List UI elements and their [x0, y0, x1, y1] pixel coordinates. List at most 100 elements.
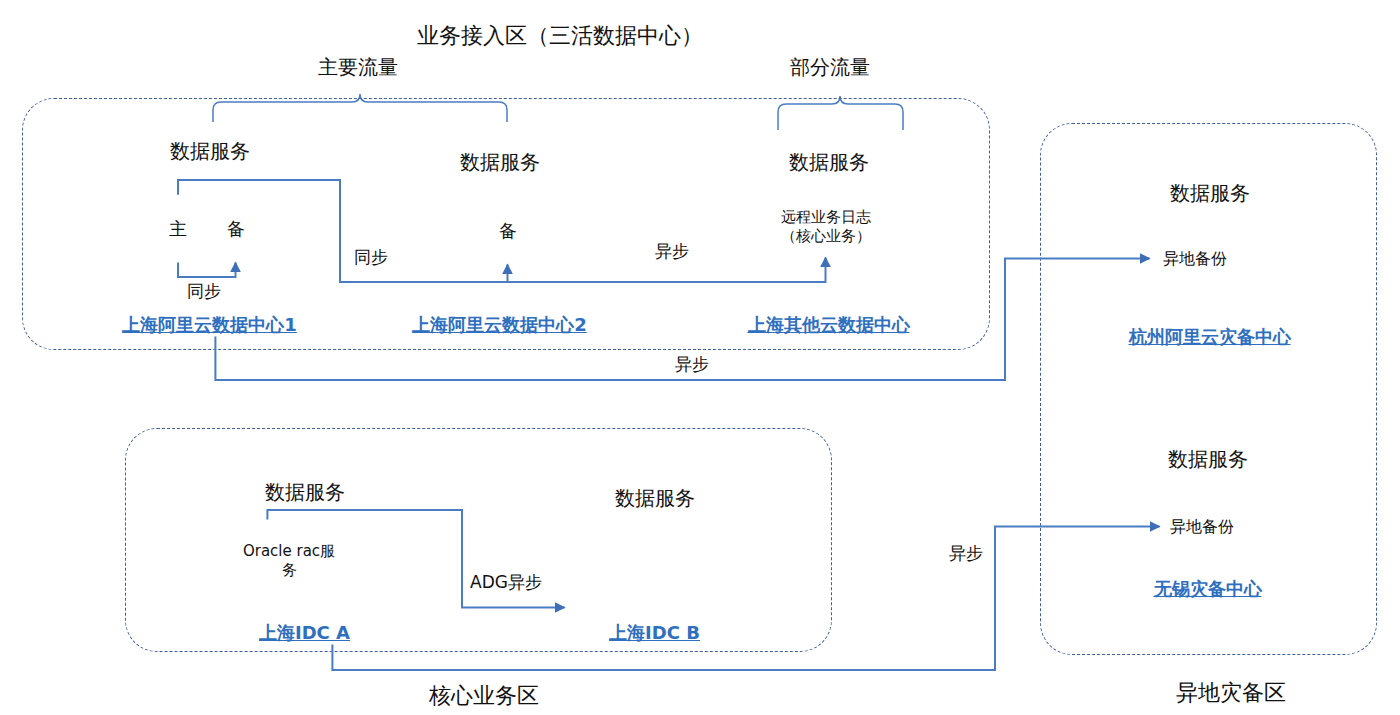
server-slot — [632, 551, 668, 552]
traffic-bracket — [778, 96, 903, 130]
server-slot — [809, 202, 843, 203]
server-slot — [492, 203, 524, 204]
server-label: 备 — [499, 221, 517, 240]
building-front — [1113, 504, 1181, 569]
building-windows — [319, 515, 377, 613]
label-holder: 同步 — [187, 280, 221, 302]
traffic-label: 部分流量 — [790, 56, 870, 78]
data-center: 数据服务上海其他云数据中心远程业务日志（核心业务） — [725, 128, 933, 337]
center-name: 上海阿里云数据中心2 — [412, 313, 587, 337]
server-body — [293, 520, 338, 601]
center-name: 杭州阿里云灾备中心 — [1129, 325, 1291, 349]
server: Oracle rac服务 — [222, 520, 357, 602]
building-side — [1184, 228, 1198, 317]
edge-label: 异步 — [655, 240, 689, 262]
server-base — [492, 255, 524, 259]
center-name: 上海IDC A — [259, 621, 350, 645]
building-front — [399, 219, 473, 306]
building-windows — [225, 189, 289, 305]
edge-label: 同步 — [354, 246, 388, 268]
server-slot — [245, 531, 281, 532]
service-label: 数据服务 — [1170, 181, 1250, 205]
server-slot — [297, 531, 333, 532]
server-body — [214, 195, 257, 262]
server-label: 异地备份 — [1163, 249, 1227, 268]
building-front — [319, 515, 377, 613]
server-slot — [1184, 510, 1220, 511]
data-center: 数据服务上海IDC B — [565, 460, 745, 645]
server-slot — [162, 206, 195, 207]
label-holder: 异步 — [672, 353, 712, 375]
edge-label: ADG异步 — [467, 571, 545, 593]
building-windows — [1113, 504, 1181, 569]
data-center: 数据服务上海阿里云数据中心2备 — [395, 122, 605, 337]
building-side — [727, 503, 741, 614]
sync-connector — [178, 180, 826, 282]
server-slot — [632, 556, 668, 557]
traffic-label: 主要流量 — [318, 56, 398, 78]
server: 备 — [214, 195, 258, 263]
server-slot — [245, 536, 281, 537]
building-windows — [568, 543, 630, 613]
label-holder: ADG异步 — [467, 571, 545, 593]
building-roof — [611, 469, 690, 483]
label-holder: 部分流量 — [790, 56, 870, 78]
service-label: 数据服务 — [170, 139, 250, 163]
building-illustration — [395, 122, 605, 307]
server-label: 远程业务日志（核心业务） — [776, 208, 876, 246]
server-slot — [492, 213, 524, 214]
server-body — [487, 197, 528, 264]
building-roof — [218, 528, 294, 542]
building-roof — [399, 205, 487, 219]
building-windows — [516, 187, 586, 305]
server-slot — [219, 206, 253, 207]
zone-region: 核心业务区数据服务上海IDC AOracle rac服务数据服务上海IDC B — [125, 428, 832, 652]
zone-region: 业务接入区（三活数据中心）数据服务上海阿里云数据中心1主备数据服务上海阿里云数据… — [22, 98, 990, 350]
server-body — [157, 195, 199, 262]
server-label: 备 — [227, 219, 245, 238]
building-front — [516, 187, 586, 305]
sync-connector — [178, 180, 508, 282]
server-slot — [1177, 237, 1213, 238]
center-name: 上海IDC B — [609, 621, 700, 645]
building-side — [914, 178, 928, 306]
server-label: Oracle rac服务 — [239, 542, 339, 580]
building-roof — [1160, 433, 1246, 447]
center-name: 无锡灾备中心 — [1154, 577, 1262, 601]
server-slot — [1177, 242, 1213, 243]
data-center: 数据服务杭州阿里云灾备中心 异地备份 — [1110, 155, 1310, 349]
building-windows — [1226, 214, 1292, 317]
server-base — [245, 592, 281, 596]
building-side — [473, 205, 487, 306]
sync-connector — [178, 263, 236, 278]
server-base — [219, 253, 253, 257]
data-center: 数据服务上海IDC AOracle rac服务 — [215, 458, 395, 645]
data-center: 数据服务上海阿里云数据中心1主备 — [112, 125, 308, 337]
edge-label: 异步 — [946, 542, 986, 564]
server-slot — [1177, 232, 1213, 233]
server: 主 — [157, 195, 200, 263]
building-side — [377, 501, 391, 613]
building-roof — [261, 467, 340, 481]
server-slot — [297, 536, 333, 537]
building-roof — [319, 501, 391, 515]
building-roof — [568, 529, 644, 543]
server-slot — [219, 201, 253, 202]
server: 远程业务日志（核心业务） — [765, 196, 887, 258]
building-roof — [225, 175, 303, 189]
server-base — [632, 598, 668, 602]
server-illustration — [627, 540, 673, 608]
sync-connector — [215, 259, 1149, 381]
building-windows — [162, 149, 234, 305]
server-label: 异地备份 — [1170, 517, 1234, 536]
sync-connector — [267, 510, 564, 608]
building-front — [568, 543, 630, 613]
building-front — [162, 149, 234, 305]
data-center: 数据服务无锡灾备中心异地备份 — [1110, 425, 1306, 601]
building-windows — [669, 517, 727, 614]
server-slot — [297, 526, 333, 527]
building-illustration — [565, 460, 745, 615]
server-base — [297, 592, 333, 596]
building-roof — [516, 173, 600, 187]
zone-heading: 核心业务区 — [131, 681, 836, 711]
